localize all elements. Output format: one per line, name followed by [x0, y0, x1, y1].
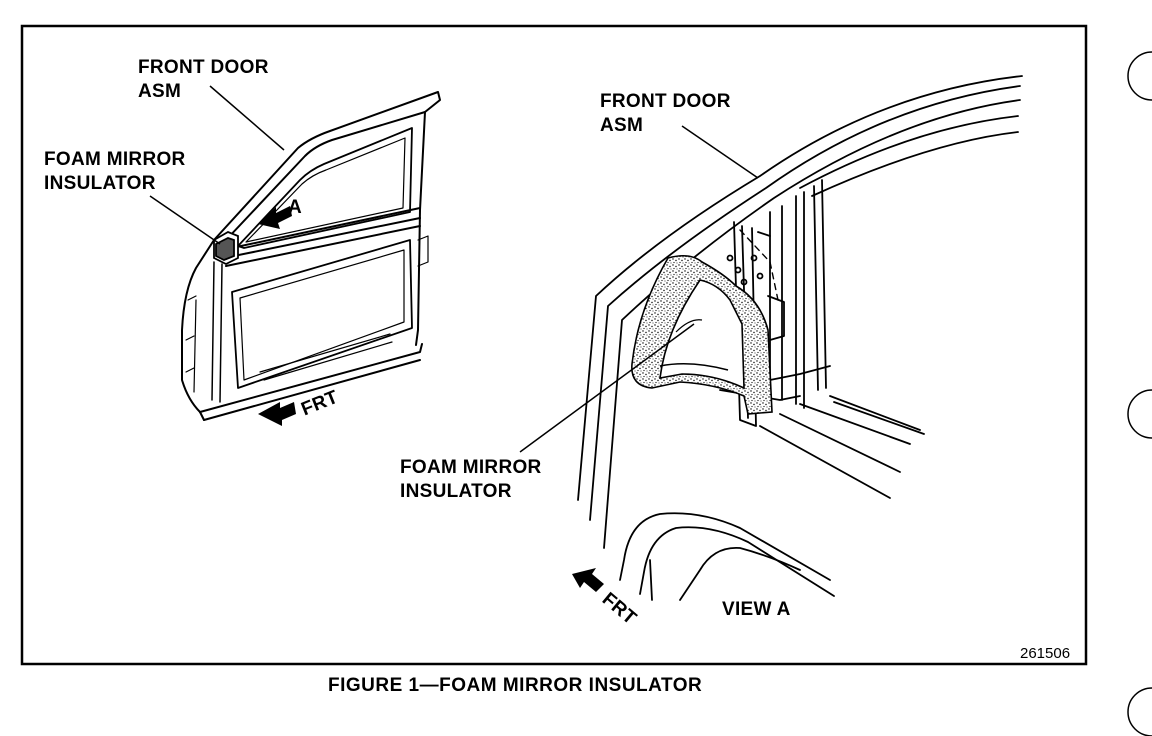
- binder-holes: [1127, 51, 1152, 736]
- left-leader-lines: [149, 85, 285, 245]
- label-front-door-asm-left: FRONT DOOR ASM: [138, 57, 269, 102]
- leader-front-door-left: [209, 85, 285, 151]
- view-a-arrow-icon: [258, 206, 292, 229]
- label-foam-mirror-insulator-left: FOAM MIRROR INSULATOR: [44, 149, 186, 194]
- leader-foam-insulator-right: [519, 323, 695, 453]
- frt-arrow-right-icon: [572, 568, 604, 592]
- left-arrows: [258, 206, 296, 426]
- binder-hole-middle: [1127, 389, 1152, 439]
- leader-foam-insulator-left: [149, 195, 221, 245]
- view-a-label: VIEW A: [722, 599, 791, 620]
- binder-hole-bottom: [1127, 687, 1152, 736]
- figure-frame: [20, 24, 1088, 666]
- label-foam-mirror-insulator-right: FOAM MIRROR INSULATOR: [400, 457, 542, 502]
- right-arrows: [572, 568, 604, 592]
- binder-hole-top: [1127, 51, 1152, 101]
- figure-caption: FIGURE 1—FOAM MIRROR INSULATOR: [328, 675, 703, 696]
- view-a-marker: A: [288, 197, 303, 218]
- figure-number: 261506: [1020, 645, 1071, 662]
- right-leader-lines: [519, 125, 759, 453]
- right-foam-insulator-shape: [631, 254, 773, 415]
- leader-front-door-right: [681, 125, 759, 179]
- frt-arrow-left-icon: [258, 402, 296, 426]
- left-foam-insulator-shape: [213, 231, 239, 266]
- left-door-assembly: [181, 91, 441, 421]
- label-front-door-asm-right: FRONT DOOR ASM: [600, 91, 731, 136]
